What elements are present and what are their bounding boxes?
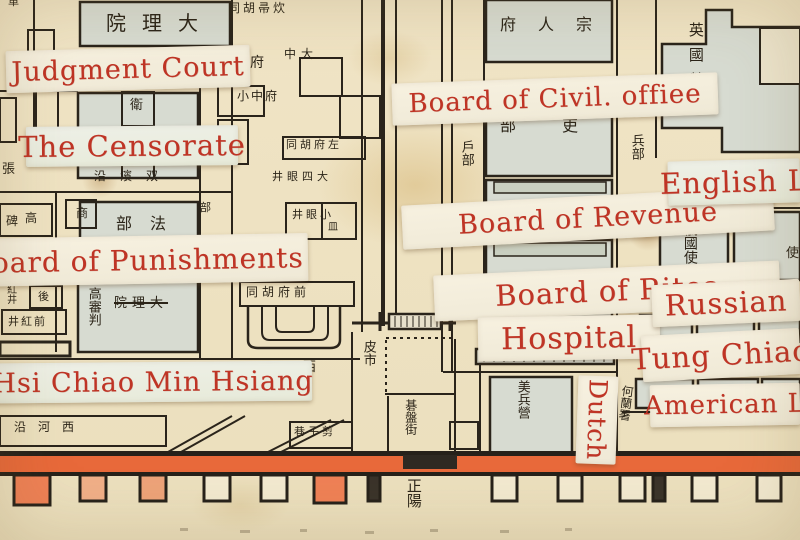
label-russian: Russian [651,278,800,328]
map-text-chuizhou-hutong: 同胡帚炊 [228,1,289,15]
map-text-hu-bu: 戶部 [458,140,474,166]
gate-structure [378,312,452,331]
map-text-hou: 後 [38,290,49,303]
map-text-fu: 府 [250,55,264,71]
map-text-gao: 高 [25,211,38,225]
label-judgment-court: Judgment Court [5,44,251,94]
map-text-fa-bu: 部法 [116,214,185,233]
map-text-qianfu-hutong: 同胡府前 [246,285,311,299]
map-text-pi-shi: 皮市 [360,340,376,366]
map-text-yan-he-xi: 沿河西 [14,420,87,434]
label-tung-chiao: Tung Chiao [631,327,800,383]
chien-men-gate-block [403,455,457,469]
map-text-meibing-ying: 美兵營 [514,380,530,419]
map-text-che: 車 [8,0,19,8]
label-the-censorate: The Censorate [18,125,246,167]
dashed-enclosure [385,337,456,395]
label-english-legation: English L [660,158,800,206]
map-text-wei: 衛 [130,98,144,113]
map-text-qipan-jie: 碁盤街 [403,399,418,435]
label-dutch: Dutch [575,375,619,465]
map-text-da-siyan-jing: 井眼四大 [272,170,332,183]
map-text-xiaoyan-jing: 井眼小 [292,208,334,221]
map-text-zhang: 張 [2,162,16,177]
label-hsi-chiao-min-hsiang: Hsi Chiao Min Hsiang [0,360,314,404]
map-text-bei: 碑 [6,214,19,228]
city-wall [0,451,800,507]
map-text-bu: 部 [200,201,211,214]
map-text-gao-shen-pan: 高審判 [85,287,101,326]
map-text-zuofu-hutong: 同胡府左 [286,138,342,151]
map-text-min: 皿 [328,222,338,233]
map-text-hong-jing: 紅井 [4,284,16,304]
map-text-zongren-fu: 府人宗 [500,15,615,34]
map-text-dali-yuan-struck: 院理大 [114,296,169,311]
map-text-shang: 商 [76,206,89,220]
map-text-shi: 使 [786,246,800,261]
map-text-qian-hong-jing: 井紅前 [8,315,47,328]
map-text-bing-bu: 兵部 [628,134,644,160]
map-text-zhengyang: 正陽 [404,478,423,508]
map-text-jianzi-xiang: 巷子剪 [294,425,336,438]
nested-structure [246,306,342,350]
map-text-xiao-zhong-fu: 小中府 [237,89,280,103]
map-text-shuang-bin-yan: 沿濱双 [94,169,173,183]
moat-marks [180,528,572,534]
map-text-zhong-da: 中大 [284,47,319,61]
label-american-legation: American L [644,382,800,428]
map-text-dali-yuan: 院理大 [106,11,214,35]
label-board-of-punishments: Board of Punishments [0,233,309,287]
map-text-li-bu: 部吏 [500,116,625,135]
